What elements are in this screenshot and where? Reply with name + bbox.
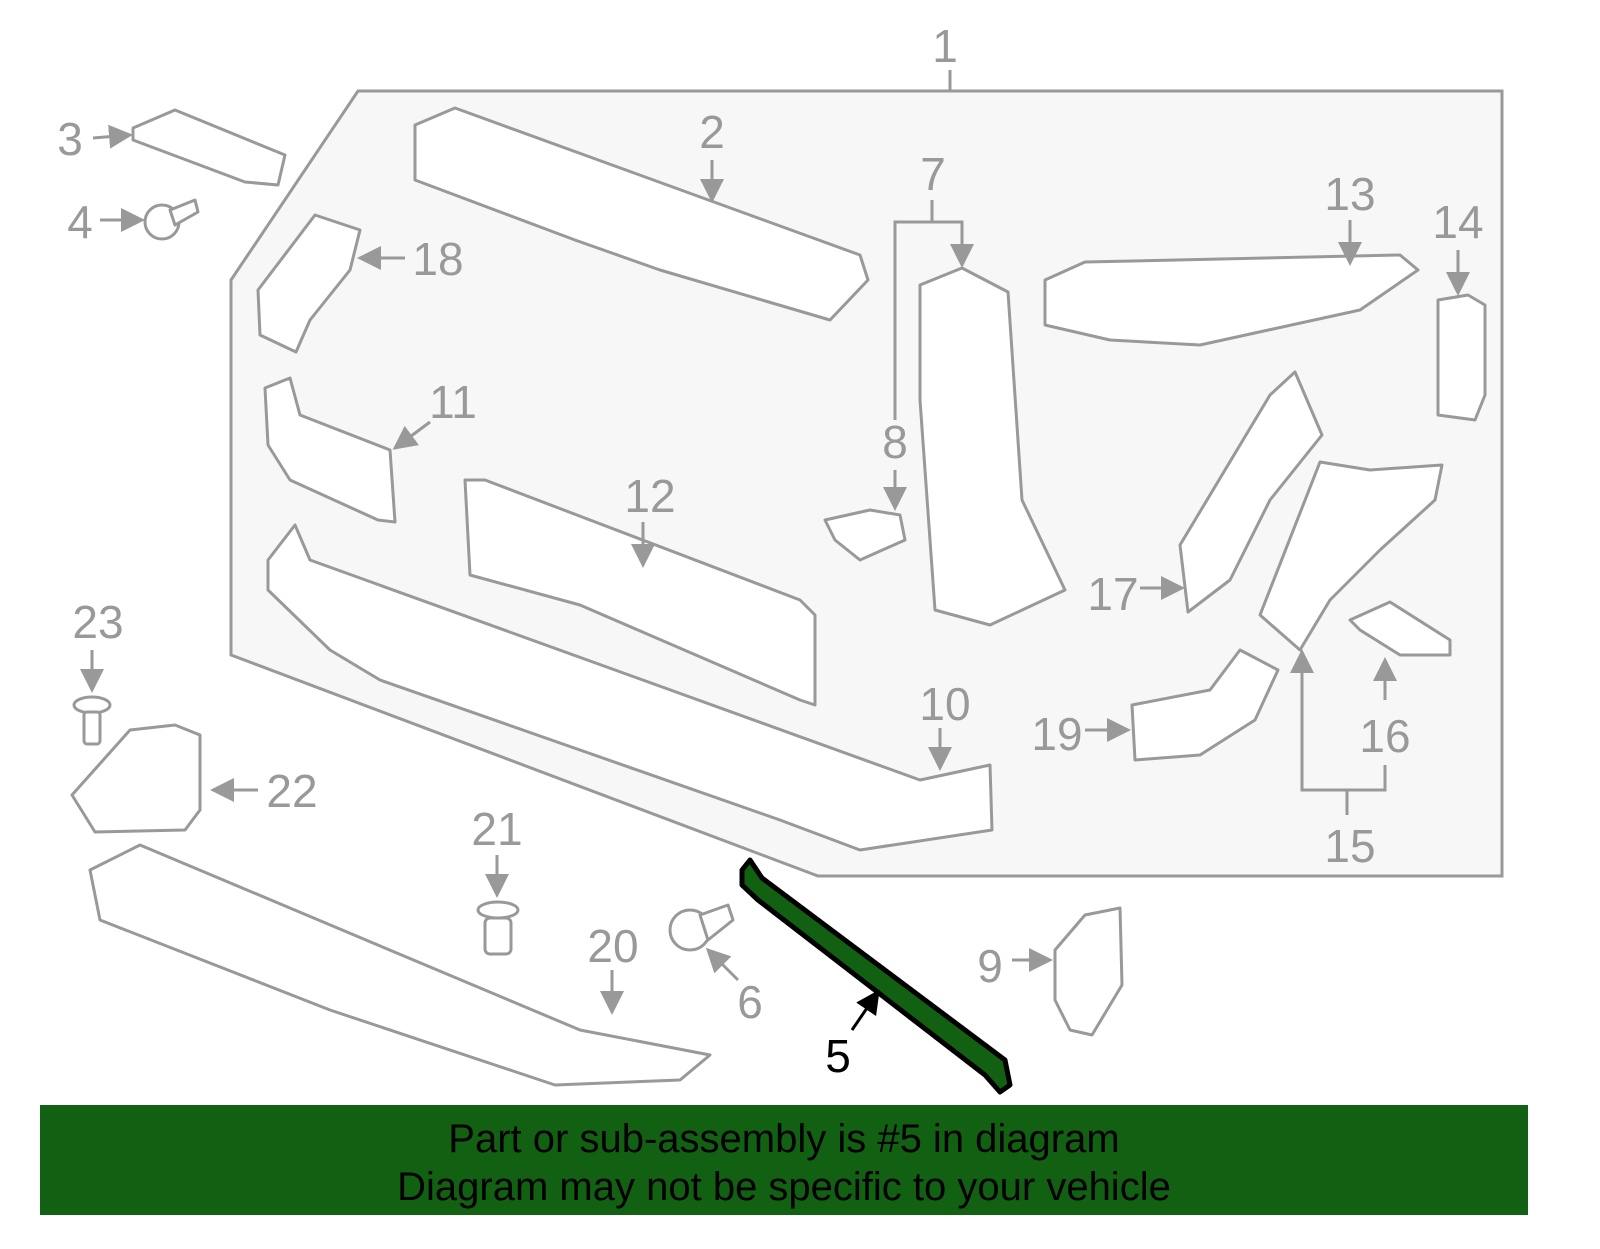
callout-16: 16 <box>1359 710 1410 762</box>
callout-3: 3 <box>57 113 83 165</box>
part-22-bracket[interactable] <box>70 723 202 834</box>
callout-19: 19 <box>1031 708 1082 760</box>
part-8-clip[interactable] <box>823 508 907 562</box>
part-5-highlighted-brace[interactable] <box>739 857 1013 1095</box>
callout-21: 21 <box>471 803 522 855</box>
callout-13: 13 <box>1324 168 1375 220</box>
callout-9: 9 <box>977 940 1003 992</box>
callout-2: 2 <box>699 106 725 158</box>
callout-18: 18 <box>412 233 463 285</box>
callout-5: 5 <box>825 1030 851 1082</box>
part-4-bolt[interactable] <box>143 198 200 241</box>
part-13-upper-bracket[interactable] <box>1043 253 1420 347</box>
callout-23: 23 <box>72 596 123 648</box>
callout-12: 12 <box>624 470 675 522</box>
part-11-bracket[interactable] <box>263 376 397 524</box>
part-19-bracket[interactable] <box>1130 648 1280 762</box>
callout-22: 22 <box>266 765 317 817</box>
callout-6: 6 <box>737 976 763 1028</box>
part-20-splash-shield[interactable] <box>88 843 712 1087</box>
part-17-side-member[interactable] <box>1178 370 1324 614</box>
part-2-upper-tie-bar[interactable] <box>413 106 870 322</box>
callout-20: 20 <box>587 920 638 972</box>
banner-line-1: Part or sub-assembly is #5 in diagram <box>448 1117 1120 1161</box>
part-23-clip[interactable] <box>72 695 112 746</box>
part-12-center-support[interactable] <box>463 478 817 707</box>
part-9-bracket[interactable] <box>1053 906 1124 1037</box>
part-15-side-member[interactable] <box>1258 460 1444 652</box>
part-18-bracket[interactable] <box>256 213 362 354</box>
banner-line-2: Diagram may not be specific to your vehi… <box>397 1165 1171 1209</box>
callout-17: 17 <box>1087 568 1138 620</box>
callout-14: 14 <box>1432 196 1483 248</box>
callout-10: 10 <box>919 678 970 730</box>
part-21-clip[interactable] <box>476 900 520 956</box>
callout-11: 11 <box>429 376 477 428</box>
part-6-bolt[interactable] <box>668 903 735 952</box>
callout-8: 8 <box>882 416 908 468</box>
callout-7: 7 <box>920 148 946 200</box>
part-16-bracket[interactable] <box>1348 600 1452 657</box>
callout-1: 1 <box>932 20 958 72</box>
part-14-bracket[interactable] <box>1436 293 1487 422</box>
callout-4: 4 <box>67 196 93 248</box>
part-3-bracket[interactable] <box>131 108 287 187</box>
part-10-lower-tie-bar[interactable] <box>266 523 994 852</box>
part-7-side-support[interactable] <box>918 266 1067 627</box>
callout-15: 15 <box>1324 820 1375 872</box>
info-banner: Part or sub-assembly is #5 in diagram Di… <box>40 1105 1528 1215</box>
